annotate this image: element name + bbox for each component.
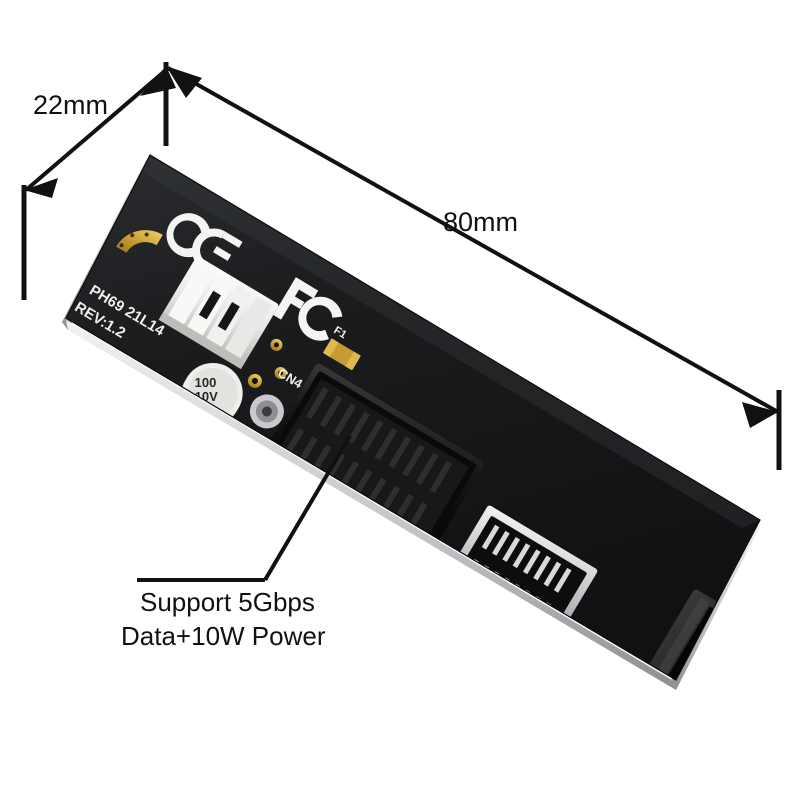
board-length-dimension bbox=[166, 66, 779, 428]
arrowhead-width-top bbox=[140, 66, 176, 96]
pcb-outline bbox=[65, 154, 761, 681]
fuse-f1: F1 bbox=[322, 324, 361, 371]
through-hole-pads bbox=[247, 338, 287, 388]
mounting-screw-left bbox=[249, 394, 284, 429]
usb3-20pin-header bbox=[258, 363, 484, 563]
fcc-mark bbox=[273, 277, 343, 341]
board-width-dimension bbox=[21, 68, 168, 300]
half-moon-pad bbox=[116, 230, 163, 253]
callout-leader bbox=[137, 434, 352, 582]
board-width-dimension-label: 22mm bbox=[33, 90, 109, 120]
silkscreen-f1: F1 bbox=[331, 324, 348, 341]
callout-text-line2: Data+10W Power bbox=[121, 621, 326, 651]
cap-value: 100 bbox=[195, 375, 217, 390]
molex-4pin-power-connector bbox=[158, 256, 279, 370]
callout-text-line1: Support 5Gbps bbox=[140, 587, 315, 617]
